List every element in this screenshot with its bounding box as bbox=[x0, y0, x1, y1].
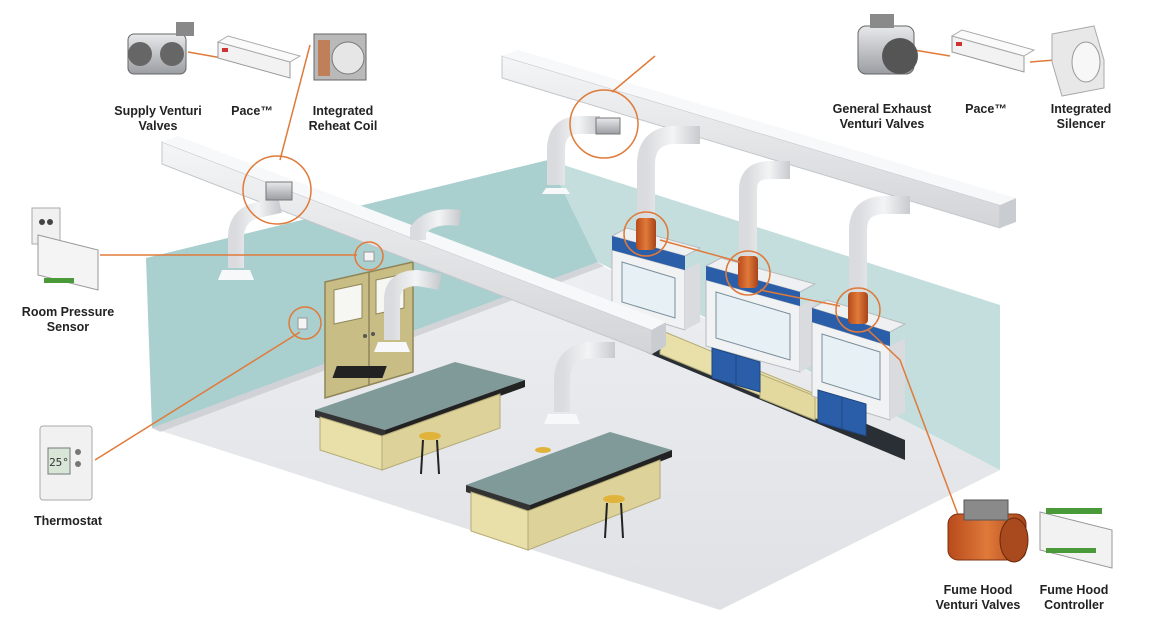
label-pace-right: Pace™ bbox=[965, 102, 1007, 116]
callout-hood-2 bbox=[725, 250, 771, 296]
callout-supply-valve bbox=[242, 155, 312, 225]
hood-valve-1 bbox=[636, 218, 656, 250]
fume-hood-venturi-product bbox=[947, 499, 1029, 563]
pace-controller-product-left bbox=[216, 35, 302, 79]
label-pace-left: Pace™ bbox=[231, 104, 273, 118]
hood-valve-3 bbox=[848, 292, 868, 324]
fume-hood-2 bbox=[704, 257, 817, 393]
callout-hood-3 bbox=[835, 287, 881, 333]
integrated-silencer-product bbox=[1051, 25, 1105, 97]
callout-exhaust-valve bbox=[569, 89, 639, 159]
fume-hood-valves-installed bbox=[636, 218, 868, 324]
integrated-reheat-coil-product bbox=[313, 33, 367, 81]
label-fume-hood-venturi-valves: Fume Hood Venturi Valves bbox=[935, 583, 1021, 612]
hood-valve-2 bbox=[738, 256, 758, 288]
label-integrated-reheat-coil: Integrated Reheat Coil bbox=[308, 104, 378, 133]
lab-bench-1 bbox=[315, 362, 525, 471]
callout-room-sensor bbox=[354, 241, 384, 271]
label-general-exhaust-venturi-valves: General Exhaust Venturi Valves bbox=[832, 102, 932, 131]
supply-venturi-valves-product bbox=[127, 22, 194, 75]
room-pressure-sensor-product bbox=[31, 207, 99, 291]
lab-bench-2 bbox=[466, 432, 672, 551]
callout-lines bbox=[94, 44, 1056, 521]
label-integrated-silencer: Integrated Silencer bbox=[1050, 102, 1112, 131]
thermostat-display: 25° bbox=[49, 456, 69, 469]
lab-stools bbox=[419, 432, 625, 539]
label-fume-hood-controller: Fume Hood Controller bbox=[1039, 583, 1109, 612]
label-room-pressure-sensor: Room Pressure Sensor bbox=[21, 305, 115, 334]
label-thermostat: Thermostat bbox=[33, 514, 103, 528]
callout-hood-1 bbox=[623, 211, 669, 257]
thermostat-product: 25° bbox=[39, 425, 93, 501]
fume-hood-controller-product bbox=[1039, 508, 1113, 569]
supply-duct-system bbox=[161, 136, 666, 424]
fume-hood-1 bbox=[610, 227, 702, 351]
general-exhaust-venturi-product bbox=[857, 14, 918, 75]
callout-thermostat-wall bbox=[288, 306, 322, 340]
pace-controller-product-right bbox=[950, 29, 1036, 73]
label-supply-venturi-valves: Supply Venturi Valves bbox=[114, 104, 202, 133]
